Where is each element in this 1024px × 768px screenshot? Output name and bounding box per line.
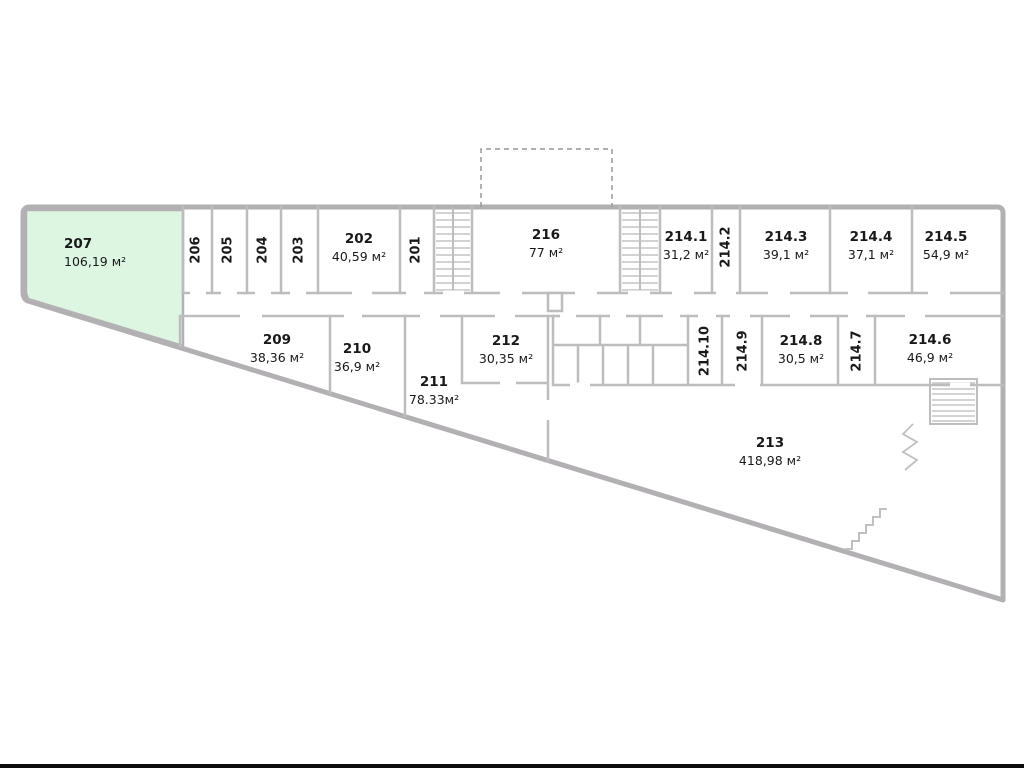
door-openings	[190, 290, 970, 420]
room-214-10-label: 214.10	[697, 325, 713, 377]
stairs-icon	[845, 508, 887, 550]
stairwell-b-icon	[622, 207, 658, 293]
room-214-2-label: 214.2	[718, 226, 734, 268]
outer-wall	[20, 204, 1006, 603]
room-204-label: 204	[255, 236, 271, 264]
room-201-label: 201	[408, 236, 424, 264]
room-214-9-label: 214.9	[735, 330, 751, 372]
stairwell-a-icon	[436, 207, 470, 293]
room-207-region[interactable]	[24, 208, 185, 348]
room-206-label: 206	[188, 236, 204, 264]
room-214-7-label: 214.7	[849, 330, 865, 372]
room-205-label: 205	[220, 236, 236, 264]
zigzag-symbol	[901, 423, 919, 471]
bottom-edge	[0, 764, 1024, 768]
room-203-label: 203	[291, 236, 307, 264]
dashed-annex-outline	[480, 148, 613, 207]
